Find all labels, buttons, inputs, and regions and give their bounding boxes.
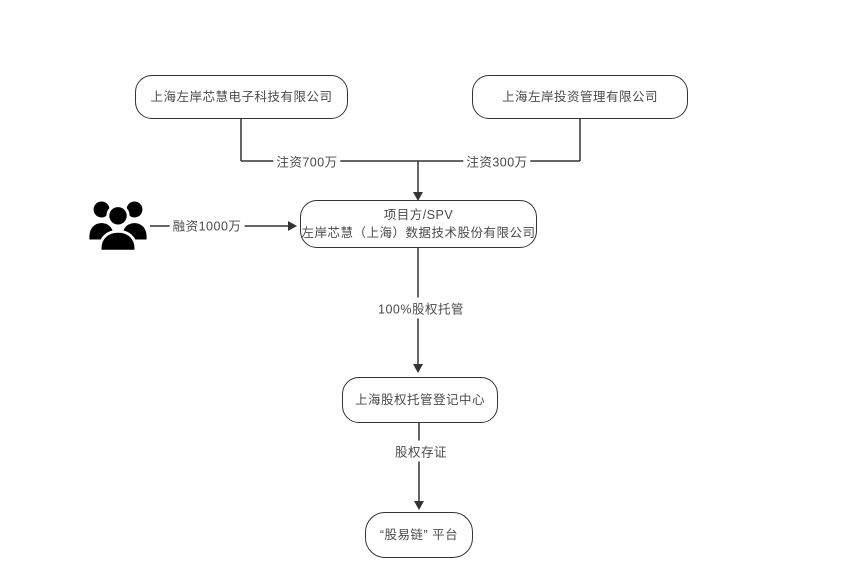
node-spv: 项目方/SPV 左岸芯慧（上海）数据技术股份有限公司	[300, 200, 537, 248]
arrowhead-into-spv	[413, 192, 423, 201]
users-icon	[89, 201, 147, 253]
node-spv-subtitle: 左岸芯慧（上海）数据技术股份有限公司	[301, 226, 536, 240]
edge-label-invest-left: 注资700万	[273, 150, 341, 172]
edge-label-financing: 融资1000万	[169, 214, 245, 236]
node-company-left: 上海左岸芯慧电子科技有限公司	[135, 75, 348, 119]
edge-label-deposit: 股权存证	[391, 440, 451, 462]
arrowhead-deposit	[414, 501, 424, 510]
node-company-left-label: 上海左岸芯慧电子科技有限公司	[150, 89, 333, 104]
node-registry-label: 上海股权托管登记中心	[354, 392, 485, 407]
node-company-right: 上海左岸投资管理有限公司	[472, 75, 688, 119]
edge-label-invest-right: 注资300万	[463, 150, 531, 172]
node-platform-label: “股易链” 平台	[379, 527, 459, 542]
arrowhead-custody	[413, 364, 423, 373]
edge-label-custody: 100%股权托管	[375, 297, 467, 319]
node-spv-title: 项目方/SPV	[383, 207, 454, 222]
node-company-right-label: 上海左岸投资管理有限公司	[501, 89, 658, 104]
arrowhead-financing	[288, 221, 297, 231]
node-registry: 上海股权托管登记中心	[342, 377, 498, 423]
node-platform: “股易链” 平台	[365, 512, 473, 558]
